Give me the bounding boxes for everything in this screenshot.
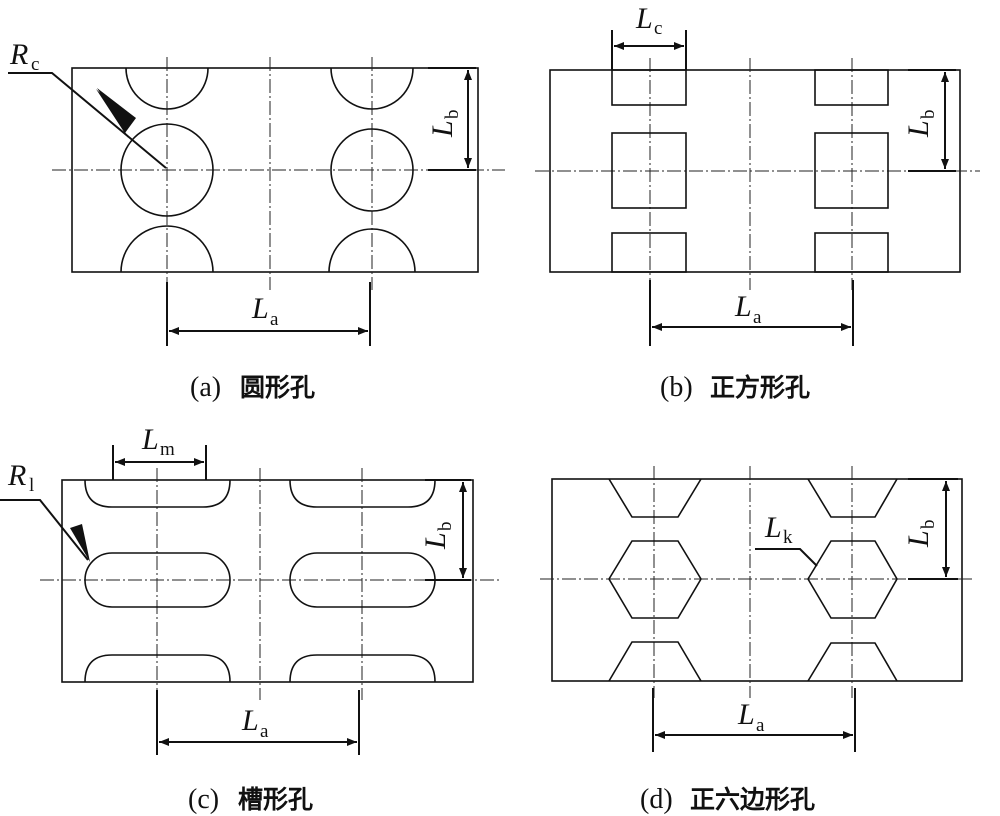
svg-text:b: b [435, 522, 456, 532]
svg-text:c: c [31, 54, 39, 75]
slot-hole [84, 552, 231, 608]
lm-label: L [141, 423, 159, 456]
svg-text:k: k [783, 527, 793, 548]
hexagon-hole [608, 540, 702, 619]
svg-text:a: a [260, 721, 269, 742]
svg-text:(c): (c) [188, 784, 219, 815]
svg-text:正方形孔: 正方形孔 [710, 373, 810, 402]
svg-text:m: m [160, 439, 175, 460]
square-hole [814, 132, 889, 209]
svg-text:b: b [918, 110, 939, 120]
svg-text:(d): (d) [640, 784, 673, 815]
svg-text:(b): (b) [660, 372, 693, 403]
svg-text:a: a [756, 715, 765, 736]
panel-d-hexagon-holes: L k Lb L a (d) 正六边形孔 [540, 466, 975, 815]
svg-text:b: b [442, 110, 463, 120]
la-label: L [251, 292, 269, 325]
svg-text:L: L [902, 120, 935, 138]
svg-text:槽形孔: 槽形孔 [238, 785, 313, 814]
panel-c-slot-holes: L m R l Lb L a (c) 槽形孔 [0, 423, 500, 815]
svg-text:L: L [419, 532, 452, 550]
svg-text:L: L [737, 698, 755, 731]
panel-a-circular-holes: R c Lb L a (a) 圆形孔 [8, 38, 505, 403]
svg-text:L: L [734, 290, 752, 323]
caption-id: (a) [190, 372, 221, 403]
svg-text:a: a [753, 307, 762, 328]
r1-label: R [7, 459, 26, 492]
rc-label: R [9, 38, 28, 71]
svg-text:l: l [29, 475, 34, 496]
circular-hole [120, 123, 214, 217]
svg-text:c: c [654, 18, 662, 39]
lb-label: L [426, 120, 459, 138]
svg-text:a: a [270, 309, 279, 330]
caption-title: 圆形孔 [240, 373, 315, 402]
square-hole [611, 132, 687, 209]
lk-label: L [764, 511, 782, 544]
svg-text:b: b [918, 520, 939, 530]
circular-hole [330, 128, 414, 212]
svg-text:L: L [902, 530, 935, 548]
panel-b-square-holes: L c Lb L a (b) 正方形孔 [535, 2, 980, 403]
lc-label: L [635, 2, 653, 35]
svg-text:L: L [241, 704, 259, 737]
svg-text:正六边形孔: 正六边形孔 [690, 785, 815, 814]
hexagon-hole [807, 540, 898, 619]
